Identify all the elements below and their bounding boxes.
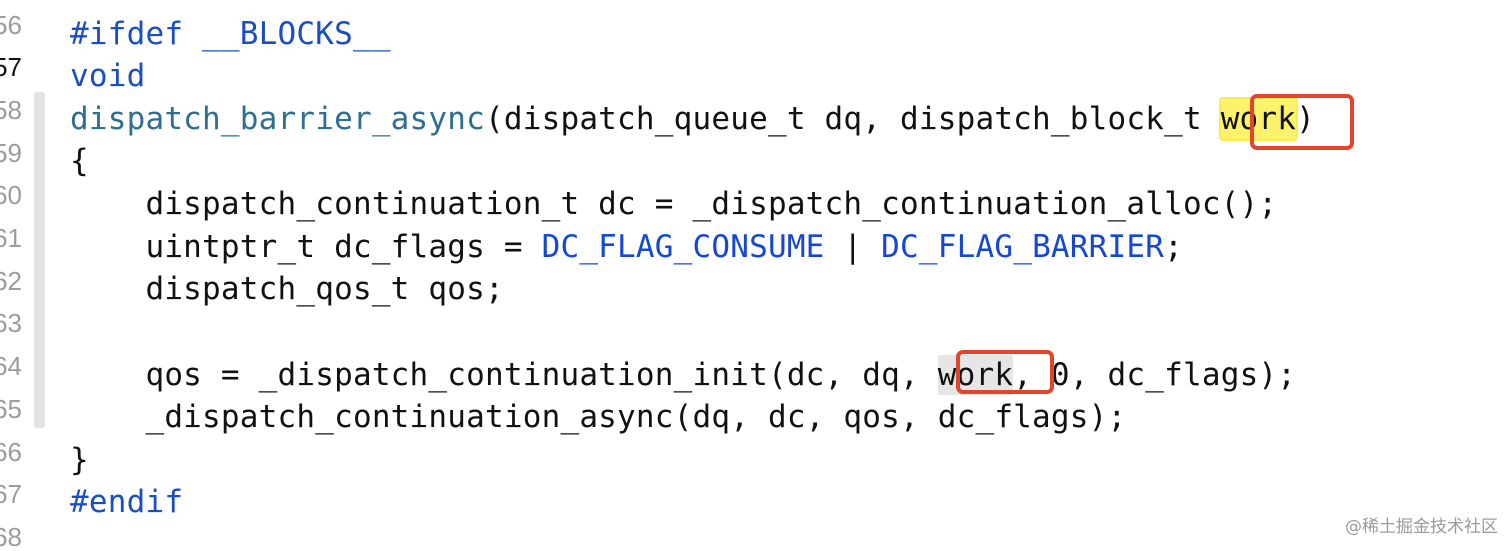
- line-number: 63: [0, 308, 22, 338]
- line-number: 66: [0, 437, 22, 467]
- line-number: 56: [0, 10, 22, 40]
- line-number: 58: [0, 95, 22, 125]
- line-number: 60: [0, 180, 22, 210]
- code-line[interactable]: qos = _dispatch_continuation_init(dc, dq…: [70, 355, 1296, 395]
- code-line[interactable]: uintptr_t dc_flags = DC_FLAG_CONSUME | D…: [70, 227, 1183, 267]
- statement-lead: qos = _dispatch_continuation_init(dc, dq…: [70, 357, 938, 393]
- function-args: (dispatch_queue_t dq, dispatch_block_t: [485, 101, 1221, 137]
- code-line[interactable]: #endif: [70, 482, 183, 522]
- statement-end: , 0, dc_flags);: [1013, 357, 1297, 393]
- code-line[interactable]: _dispatch_continuation_async(dq, dc, qos…: [70, 397, 1126, 437]
- keyword: void: [70, 58, 146, 94]
- macro-constant: DC_FLAG_BARRIER: [881, 229, 1165, 265]
- statement: dispatch_qos_t qos;: [70, 271, 504, 307]
- close-paren: ): [1296, 101, 1316, 137]
- macro-name: __BLOCKS__: [183, 16, 391, 52]
- line-number: 64: [0, 351, 22, 381]
- open-brace: {: [70, 143, 89, 179]
- code-line[interactable]: void: [70, 56, 145, 96]
- highlighted-parameter[interactable]: work: [1220, 99, 1297, 139]
- semicolon: ;: [1164, 229, 1183, 265]
- line-number: 62: [0, 266, 22, 296]
- code-line[interactable]: dispatch_continuation_t dc = _dispatch_c…: [70, 184, 1277, 224]
- line-number-gutter: 56 57 58 59 60 61 62 63 64 65 66 67 68: [0, 0, 30, 551]
- watermark-text: @稀土掘金技术社区: [1345, 517, 1498, 537]
- function-name: dispatch_barrier_async: [70, 101, 485, 137]
- preprocessor-directive: #ifdef: [70, 16, 184, 52]
- macro-constant: DC_FLAG_CONSUME: [541, 229, 825, 265]
- code-line[interactable]: }: [70, 440, 89, 480]
- line-number: 65: [0, 394, 22, 424]
- code-line[interactable]: dispatch_barrier_async(dispatch_queue_t …: [70, 99, 1315, 139]
- change-indicator-bar: [34, 92, 45, 428]
- statement-lead: uintptr_t dc_flags =: [70, 229, 542, 265]
- line-number: 61: [0, 223, 22, 253]
- line-number: 68: [0, 522, 22, 551]
- line-number: 67: [0, 479, 22, 509]
- line-number: 59: [0, 138, 22, 168]
- statement: dispatch_continuation_t dc = _dispatch_c…: [70, 186, 1278, 222]
- close-brace: }: [70, 442, 89, 478]
- line-number-current: 57: [0, 52, 22, 82]
- code-line[interactable]: #ifdef __BLOCKS__: [70, 14, 391, 54]
- operator: |: [824, 229, 882, 265]
- preprocessor-directive: #endif: [70, 484, 184, 520]
- code-line[interactable]: {: [70, 141, 89, 181]
- highlighted-argument[interactable]: work: [937, 355, 1014, 395]
- code-line[interactable]: dispatch_qos_t qos;: [70, 269, 504, 309]
- statement: _dispatch_continuation_async(dq, dc, qos…: [70, 399, 1127, 435]
